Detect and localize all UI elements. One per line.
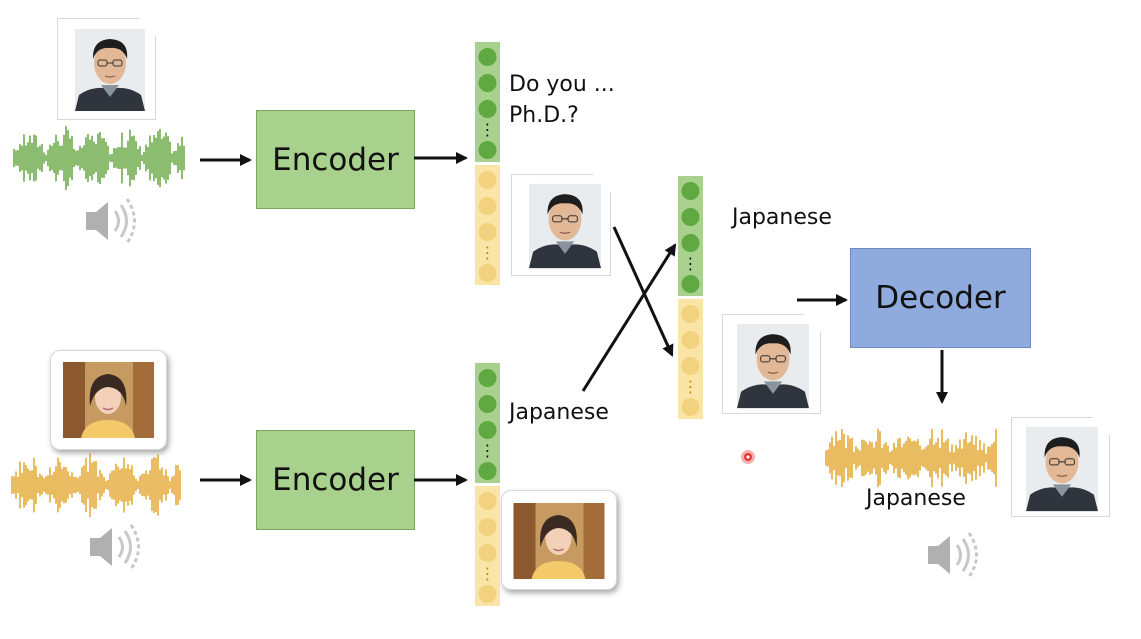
portrait-male-content [511, 174, 611, 276]
content-vector-mixed: ⋮ [678, 176, 703, 296]
content-text-bottom: Japanese [509, 400, 609, 425]
speaker-icon [928, 532, 978, 578]
svg-text:⋮: ⋮ [480, 441, 496, 460]
content-vector-bottom: ⋮ [475, 363, 500, 483]
portrait-male-icon [75, 29, 145, 111]
encoder-bottom: Encoder [256, 430, 415, 530]
speaker-vector-top: ⋮ [475, 165, 500, 285]
decoder-label: Decoder [875, 280, 1006, 316]
decoder: Decoder [850, 248, 1031, 348]
content-text-mixed: Japanese [732, 205, 832, 230]
waveform-icon [825, 428, 997, 488]
portrait-male-icon [737, 323, 809, 409]
waveform-icon [13, 126, 185, 190]
portrait-male-mixed [722, 314, 821, 414]
svg-text:⋮: ⋮ [683, 377, 699, 396]
speaker-icon [86, 198, 136, 244]
portrait-male-icon [529, 183, 601, 269]
svg-text:⋮: ⋮ [480, 120, 496, 139]
speaker-vector-bottom: ⋮ [475, 486, 500, 606]
arrow-icon [612, 226, 674, 357]
portrait-male-icon [1026, 426, 1098, 512]
svg-text:⋮: ⋮ [480, 564, 496, 583]
portrait-female-input [50, 350, 167, 450]
encoder-top: Encoder [256, 110, 415, 209]
content-vector-top: ⋮ [475, 42, 500, 162]
encoder-bottom-label: Encoder [272, 462, 399, 498]
content-text-top-line2: Ph.D.? [509, 102, 579, 128]
arrow-icon [581, 243, 677, 392]
content-text-top: Do you ... Ph.D.? [509, 70, 615, 132]
cursor-dot-icon [741, 450, 755, 464]
waveform-icon [11, 453, 181, 517]
output-text: Japanese [866, 486, 966, 511]
speaker-icon [90, 524, 140, 570]
portrait-male-input [57, 18, 156, 120]
speaker-vector-mixed: ⋮ [678, 299, 703, 419]
svg-text:⋮: ⋮ [683, 254, 699, 273]
svg-text:⋮: ⋮ [480, 243, 496, 262]
portrait-male-output [1011, 417, 1110, 517]
portrait-female-icon [63, 362, 154, 438]
content-text-top-line1: Do you ... [509, 72, 615, 97]
portrait-female-icon [513, 503, 605, 579]
portrait-female-speaker [501, 490, 617, 590]
encoder-top-label: Encoder [272, 141, 399, 178]
